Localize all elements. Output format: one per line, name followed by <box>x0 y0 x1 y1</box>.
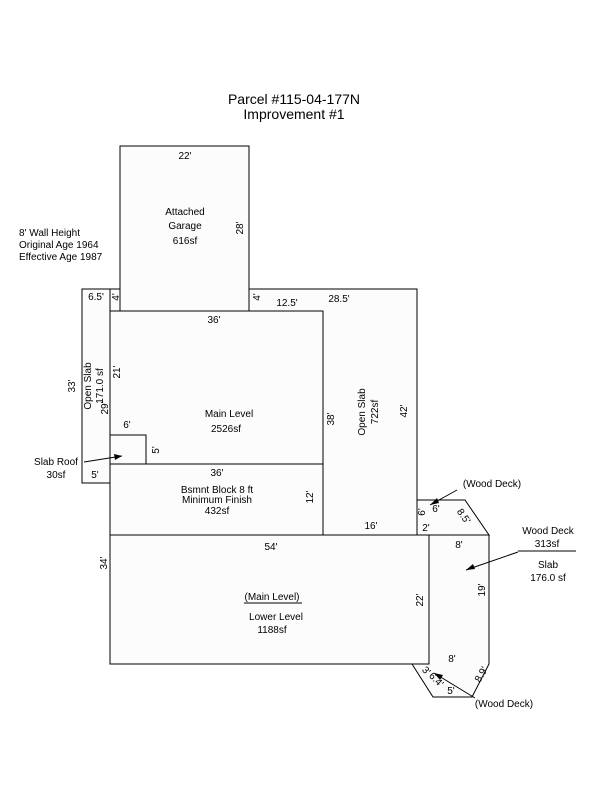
slab-roof-label: Slab Roof <box>34 457 78 468</box>
original-age-note: Original Age 1964 <box>19 240 99 251</box>
open-slab-left-dim-top2: 4' <box>111 293 122 301</box>
garage-dim-side: 28' <box>235 221 246 234</box>
basement-area <box>109 463 324 536</box>
lower-level-dim-right: 22' <box>415 593 426 606</box>
parcel-title: Parcel #115-04-177N <box>228 91 360 107</box>
wood-deck-right-dim-top: 8' <box>455 540 463 551</box>
open-slab-left-dim-upper: 21' <box>112 365 123 378</box>
open-slab-left-dim-outer: 33' <box>67 379 78 392</box>
slab-roof-dim-side: 5' <box>151 446 162 454</box>
wood-deck-top-dim-d: 2' <box>422 523 430 534</box>
slab-roof-dim-top: 6' <box>123 420 131 431</box>
effective-age-note: Effective Age 1987 <box>19 252 103 263</box>
wood-deck-top-dim-b: 6' <box>432 504 440 515</box>
slab-right-area: 176.0 sf <box>530 573 566 584</box>
wall-height-note: 8' Wall Height <box>19 228 80 239</box>
garage-label-1: Attached <box>165 207 204 218</box>
wood-deck-right-label: Wood Deck <box>522 526 575 537</box>
basement-area-label: 432sf <box>205 506 230 517</box>
garage-dim-top: 22' <box>178 151 191 162</box>
main-level-dim-side: 38' <box>326 412 337 425</box>
deck-right-arrow <box>466 564 475 570</box>
slab-roof-dim-bottom: 5' <box>91 470 99 481</box>
main-level-dim-top: 36' <box>207 315 220 326</box>
lower-level-area-label: 1188sf <box>257 625 287 636</box>
wood-deck-top-label: (Wood Deck) <box>463 479 521 490</box>
wood-deck-bottom-dim-c: 5' <box>447 686 455 697</box>
wood-deck-right-dim-bottom: 8' <box>448 654 456 665</box>
open-slab-left-label-2: 171.0 sf <box>95 368 106 404</box>
open-slab-right-label-1: Open Slab <box>357 388 368 436</box>
slab-roof-arrow <box>114 454 122 460</box>
basement-label-2: Minimum Finish <box>182 495 252 506</box>
open-slab-right-dim-top1: 4' <box>252 293 263 301</box>
deck-top-arrow <box>430 498 439 505</box>
slab-roof-area-label: 30sf <box>47 470 66 481</box>
open-slab-right-dim-top3: 28.5' <box>328 294 349 305</box>
wood-deck-top-dim-a: 6' <box>417 508 428 516</box>
basement-dim-side: 12' <box>305 490 316 503</box>
lower-level-dim-left: 34' <box>99 556 110 569</box>
garage-area <box>119 145 250 312</box>
main-level-label: Main Level <box>205 409 253 420</box>
main-level-area-label: 2526sf <box>211 424 241 435</box>
deck-right-leader <box>465 551 519 571</box>
open-slab-left-dim-inner: 29' <box>100 401 111 414</box>
lower-level-upper-label: (Main Level) <box>244 592 299 603</box>
open-slab-left-dim-top: 6.5' <box>88 292 104 303</box>
open-slab-right-dim-top2: 12.5' <box>276 298 297 309</box>
open-slab-right-label-2: 722sf <box>370 400 381 425</box>
open-slab-right-dim-side: 42' <box>399 404 410 417</box>
improvement-title: Improvement #1 <box>243 106 344 122</box>
wood-deck-right-dim-side: 19' <box>477 583 488 596</box>
basement-label-1: Bsmnt Block 8 ft <box>181 485 253 496</box>
wood-deck-right-area1: 313sf <box>535 539 560 550</box>
open-slab-left-label-1: Open Slab <box>83 362 94 410</box>
basement-dim-top: 36' <box>210 468 223 479</box>
lower-level-dim-top: 54' <box>264 542 277 553</box>
wood-deck-bottom-label: (Wood Deck) <box>475 699 533 710</box>
garage-area-label: 616sf <box>173 236 198 247</box>
open-slab-right-dim-bottom: 16' <box>364 521 377 532</box>
lower-level-label: Lower Level <box>249 612 303 623</box>
lower-level-area <box>109 534 430 665</box>
open-slab-left-area <box>81 288 111 484</box>
garage-label-2: Garage <box>168 221 202 232</box>
slab-right-label: Slab <box>538 560 558 571</box>
deck-bottom-arrow <box>434 673 443 680</box>
